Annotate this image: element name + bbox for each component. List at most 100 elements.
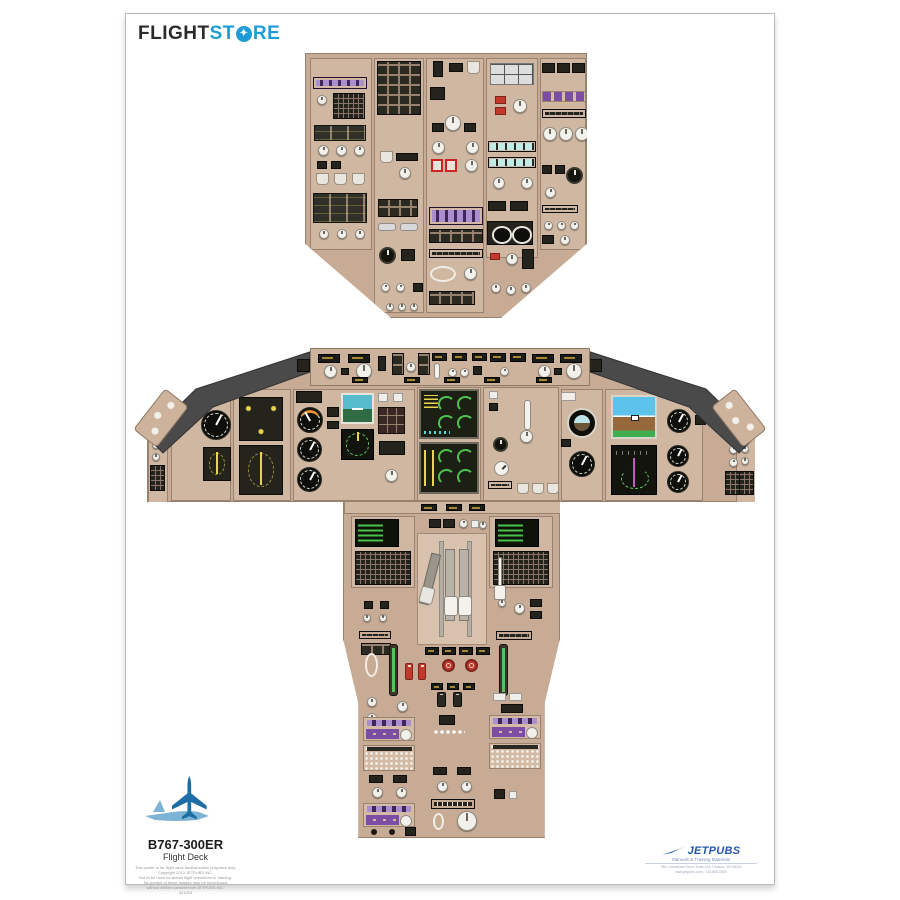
dark-module [327,421,339,429]
white-button [393,393,403,402]
white-display [493,693,506,701]
fuel-cutoff-lever [405,663,413,680]
compass-star-icon: ✦ [235,26,252,42]
display-window [490,353,506,362]
display-window [476,647,490,655]
jetpubs-address-line: 954 Commerce Drive, Suite 100, Hudson, W… [660,865,742,869]
round-gauge [297,407,323,433]
display-window [536,377,552,383]
dark-module [378,356,386,371]
rotary-knob [514,603,525,614]
purple-display [429,207,483,225]
dark-module [572,63,585,73]
display-window [442,647,456,655]
dark-module [429,519,441,528]
white-gauge [494,461,509,476]
flightstore-logo-text-st: ST [209,23,235,44]
display-window [463,683,475,690]
switch-row [429,249,483,258]
jetpubs-address-line: www.jetpubs.com | 715.808.0600 [675,869,727,874]
dark-module [341,368,349,375]
display-window [472,353,487,361]
rotary-knob [318,145,329,156]
rotary-knob [372,787,383,798]
switch-guard [532,483,544,494]
trim-indicator [431,799,475,809]
white-button [489,391,498,399]
black-button [389,829,395,835]
white-button [471,520,479,528]
display-window [352,377,368,383]
dark-module [432,123,444,132]
dark-module [327,407,339,417]
engine-fire-handle [465,659,478,672]
stab-trim-lever [453,692,462,707]
captain-adi [341,393,374,424]
thrust-lever [443,549,459,621]
dark-module [380,601,389,609]
rotary-knob [152,453,160,461]
rotary-knob [379,614,387,622]
dark-module [510,201,528,211]
rotary-knob [513,99,527,113]
black-knob [566,167,583,184]
fine-print-line: without written consent from JETPUBS INC… [146,885,225,890]
radio-altimeter [239,397,283,441]
rmi-gauge [203,447,231,481]
dark-module [433,767,447,775]
dark-module [501,704,523,713]
dark-module [379,441,405,455]
cdu-display [355,519,399,547]
annunciator-grid [314,125,366,141]
rotary-knob [406,362,416,372]
round-gauge [569,451,595,477]
rotary-knob [398,303,406,311]
stab-trim-lever [437,692,446,707]
dark-module [542,235,554,244]
round-gauge [667,409,691,433]
rotary-knob [521,177,533,189]
black-button [371,829,377,835]
round-gauge [297,437,322,462]
rotary-knob [396,283,405,292]
audio-panel [363,745,415,771]
keypad [739,471,754,495]
rotary-knob [520,430,533,443]
annunciator-grid [313,193,367,223]
display-window [425,647,439,655]
fo-ehsi [611,445,657,495]
dark-module [393,775,407,783]
fine-print-line: 021013 [178,890,193,895]
flap-lever [494,585,506,600]
rotary-knob [729,445,738,454]
dark-module [473,366,482,375]
switch-row [359,631,391,639]
switch-bank [429,229,483,243]
dark-module [331,161,341,169]
audio-panel [489,743,541,769]
switch-row [542,205,578,213]
display-window [432,353,447,361]
rotary-knob [396,787,407,798]
rotary-knob [324,365,337,378]
rotary-knob [367,697,377,707]
footer-left-block: B767-300ER Flight Deck This poster is fo… [108,776,263,895]
dark-module [405,827,416,836]
dark-module [369,775,383,783]
dark-module [430,87,445,100]
switch-row [496,631,532,640]
rotary-knob [729,458,738,467]
display-window [446,504,462,511]
rotary-knob [437,781,448,792]
fuel-cutoff-lever [418,663,426,680]
latch [378,223,396,231]
rotary-knob [559,127,573,141]
display-window [431,683,443,690]
red-switch [490,253,500,260]
captain-hsi [341,429,374,460]
dark-module [364,601,373,609]
indicator [433,813,444,830]
display-window [532,354,554,363]
button-row [433,729,465,735]
